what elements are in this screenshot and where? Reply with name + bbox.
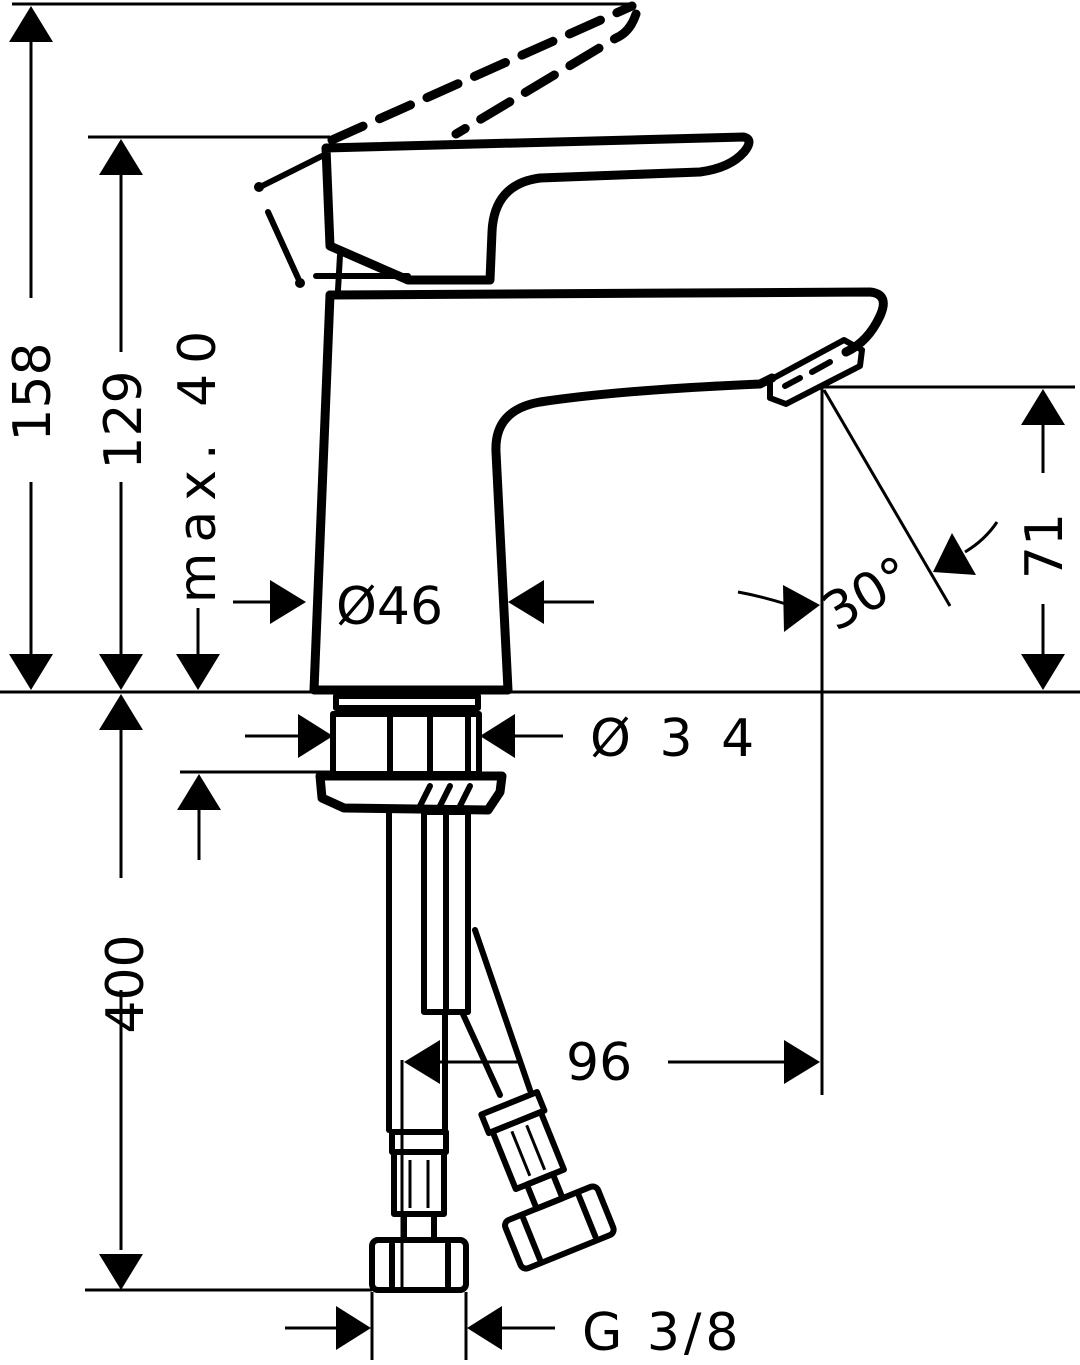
label-71: 71 bbox=[1015, 513, 1075, 579]
label-96: 96 bbox=[566, 1033, 632, 1093]
dimension-129: 129 bbox=[94, 139, 154, 690]
mounting-base bbox=[315, 693, 507, 815]
dimension-71: 71 bbox=[1015, 389, 1075, 690]
label-400: 400 bbox=[96, 934, 156, 1033]
supply-hoses bbox=[369, 809, 617, 1293]
label-158: 158 bbox=[3, 342, 63, 441]
faucet-body bbox=[309, 287, 888, 695]
hose-fitting-straight bbox=[369, 1129, 469, 1293]
dimension-angle-30: 30° bbox=[737, 389, 999, 643]
aerator bbox=[767, 337, 865, 407]
label-g-3-8: G 3/8 bbox=[582, 1303, 743, 1363]
label-diameter-34: Ø 3 4 bbox=[590, 709, 760, 769]
dimension-max-40: max. 40 bbox=[168, 321, 228, 690]
dimension-400: 400 bbox=[96, 694, 221, 1290]
faucet-handle-open-dashed bbox=[254, 1, 641, 288]
dimension-diameter-46: Ø46 bbox=[233, 577, 594, 637]
label-129: 129 bbox=[94, 370, 154, 469]
dimension-diameter-34: Ø 3 4 bbox=[245, 709, 760, 769]
label-max-40: max. 40 bbox=[168, 321, 228, 604]
dimension-g-3-8: G 3/8 bbox=[285, 1303, 743, 1363]
label-angle-30: 30° bbox=[813, 545, 923, 643]
label-diameter-46: Ø46 bbox=[336, 577, 443, 637]
faucet-handle bbox=[313, 132, 754, 293]
dimension-96: 96 bbox=[404, 1033, 820, 1093]
hose-fitting-angled bbox=[478, 1089, 617, 1272]
dimension-158: 158 bbox=[3, 6, 63, 690]
